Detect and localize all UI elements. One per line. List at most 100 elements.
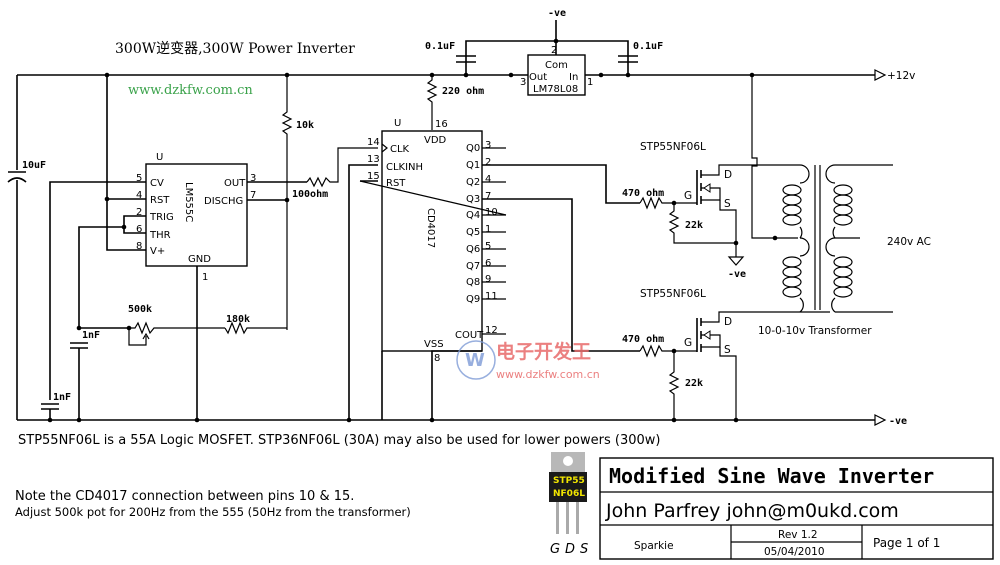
ground-icon <box>727 256 745 266</box>
svg-text:1: 1 <box>202 272 208 283</box>
svg-text:STP55NF06L: STP55NF06L <box>640 141 706 153</box>
svg-text:Q3: Q3 <box>466 194 480 205</box>
svg-text:470 ohm: 470 ohm <box>622 188 664 199</box>
svg-text:TRIG: TRIG <box>149 212 174 223</box>
svg-text:S: S <box>724 344 731 356</box>
resistor-10k: 10k <box>281 75 314 330</box>
neg-arrow-icon <box>874 414 887 426</box>
transformer: 240v AC 10-0-10v Transformer <box>751 75 931 337</box>
svg-text:2: 2 <box>136 207 142 218</box>
note-adjust: Adjust 500k pot for 200Hz from the 555 (… <box>15 505 411 519</box>
svg-text:1nF: 1nF <box>82 330 100 341</box>
svg-text:Q2: Q2 <box>466 177 480 188</box>
svg-text:RST: RST <box>150 195 170 206</box>
neg-top-label: -ve <box>548 8 566 19</box>
drawing-company: Sparkie <box>634 540 674 552</box>
svg-text:D: D <box>724 169 732 181</box>
cap-10uf: 10uF <box>7 160 46 420</box>
svg-text:6: 6 <box>485 258 491 269</box>
svg-text:-ve: -ve <box>728 269 746 280</box>
regulator-lm78l08: -ve 0.1uF 0.1uF 2 Com Out In LM78L08 3 1 <box>425 8 663 96</box>
svg-text:CLKINH: CLKINH <box>386 162 423 173</box>
svg-text:CV: CV <box>150 178 164 189</box>
svg-text:22k: 22k <box>685 220 703 231</box>
svg-text:D: D <box>724 316 732 328</box>
svg-text:5: 5 <box>136 173 142 184</box>
note-mosfet: STP55NF06L is a 55A Logic MOSFET. STP36N… <box>18 433 660 448</box>
svg-text:U: U <box>394 118 401 129</box>
svg-text:10k: 10k <box>296 120 314 131</box>
svg-text:D: D <box>565 542 575 557</box>
svg-text:U: U <box>156 152 163 163</box>
svg-text:VSS: VSS <box>424 339 444 350</box>
ic-lm555: U 5 CV 4 RST 2 TRIG 6 THR 8 V+ 3 OUT 7 D… <box>49 75 307 420</box>
ac-output-label: 240v AC <box>887 236 931 248</box>
cap-right-label: 0.1uF <box>633 41 663 52</box>
svg-text:V+: V+ <box>150 246 165 257</box>
svg-text:CLK: CLK <box>390 144 410 155</box>
drawing-rev: Rev 1.2 <box>778 529 818 541</box>
svg-text:220 ohm: 220 ohm <box>442 86 484 97</box>
svg-text:VDD: VDD <box>424 135 447 146</box>
svg-text:1: 1 <box>587 77 593 88</box>
svg-text:4: 4 <box>485 174 491 185</box>
svg-text:2: 2 <box>485 157 491 168</box>
reg-out: Out <box>529 72 547 83</box>
svg-text:Q0: Q0 <box>466 143 480 154</box>
neg-label: -ve <box>889 416 907 427</box>
svg-text:Q5: Q5 <box>466 227 480 238</box>
svg-text:www.dzkfw.com.cn: www.dzkfw.com.cn <box>496 368 600 381</box>
cd4017-name: CD4017 <box>425 208 436 248</box>
svg-text:5: 5 <box>485 241 491 252</box>
svg-text:470 ohm: 470 ohm <box>622 334 664 345</box>
svg-text:3: 3 <box>485 140 491 151</box>
svg-text:3: 3 <box>520 77 526 88</box>
svg-text:500k: 500k <box>128 304 152 315</box>
svg-text:THR: THR <box>149 230 171 241</box>
drawing-page: Page 1 of 1 <box>873 536 940 550</box>
svg-text:8: 8 <box>434 353 440 364</box>
svg-text:100ohm: 100ohm <box>292 189 328 200</box>
svg-text:7: 7 <box>250 190 256 201</box>
svg-text:3: 3 <box>250 173 256 184</box>
svg-text:G: G <box>684 337 692 349</box>
svg-text:Q1: Q1 <box>466 160 480 171</box>
svg-text:8: 8 <box>136 241 142 252</box>
svg-text:9: 9 <box>485 274 491 285</box>
resistor-220: 220 ohm <box>426 75 484 130</box>
svg-text:1nF: 1nF <box>53 392 71 403</box>
svg-text:DISCHG: DISCHG <box>204 196 243 207</box>
timing-network: 500k 180k 1nF 1nF <box>41 304 287 420</box>
to220-package: STP55 NF06L G D S <box>549 452 588 557</box>
pos12-label: +12v <box>887 70 915 82</box>
watermark-logo-icon <box>456 340 496 380</box>
svg-text:Q4: Q4 <box>466 210 480 221</box>
svg-text:4: 4 <box>136 190 142 201</box>
svg-text:11: 11 <box>485 291 498 302</box>
drawing-author: John Parfrey john@m0ukd.com <box>605 500 899 522</box>
svg-text:G: G <box>550 542 560 557</box>
svg-text:OUT: OUT <box>224 178 246 189</box>
svg-text:14: 14 <box>367 137 380 148</box>
transformer-label: 10-0-10v Transformer <box>758 325 872 337</box>
svg-text:G: G <box>684 190 692 202</box>
svg-text:Q9: Q9 <box>466 294 480 305</box>
svg-text:NF06L: NF06L <box>553 489 585 499</box>
resistor-100: 100ohm <box>292 147 378 200</box>
schematic-title: 300W逆变器,300W Power Inverter <box>115 41 355 57</box>
svg-text:Q7: Q7 <box>466 261 480 272</box>
svg-text:12: 12 <box>485 325 498 336</box>
svg-text:10uF: 10uF <box>22 160 46 171</box>
svg-text:STP55: STP55 <box>553 476 585 486</box>
mosfet-a: STP55NF06L 470 ohm 22k G D S -ve <box>622 141 752 280</box>
svg-text:W: W <box>465 350 485 371</box>
svg-text:6: 6 <box>136 224 142 235</box>
svg-text:RST: RST <box>386 178 406 189</box>
note-cd4017: Note the CD4017 connection between pins … <box>15 489 354 504</box>
reg-name: LM78L08 <box>533 84 578 95</box>
svg-text:Q6: Q6 <box>466 244 480 255</box>
svg-text:1: 1 <box>485 224 491 235</box>
svg-text:GND: GND <box>188 254 211 265</box>
svg-text:10: 10 <box>485 207 498 218</box>
